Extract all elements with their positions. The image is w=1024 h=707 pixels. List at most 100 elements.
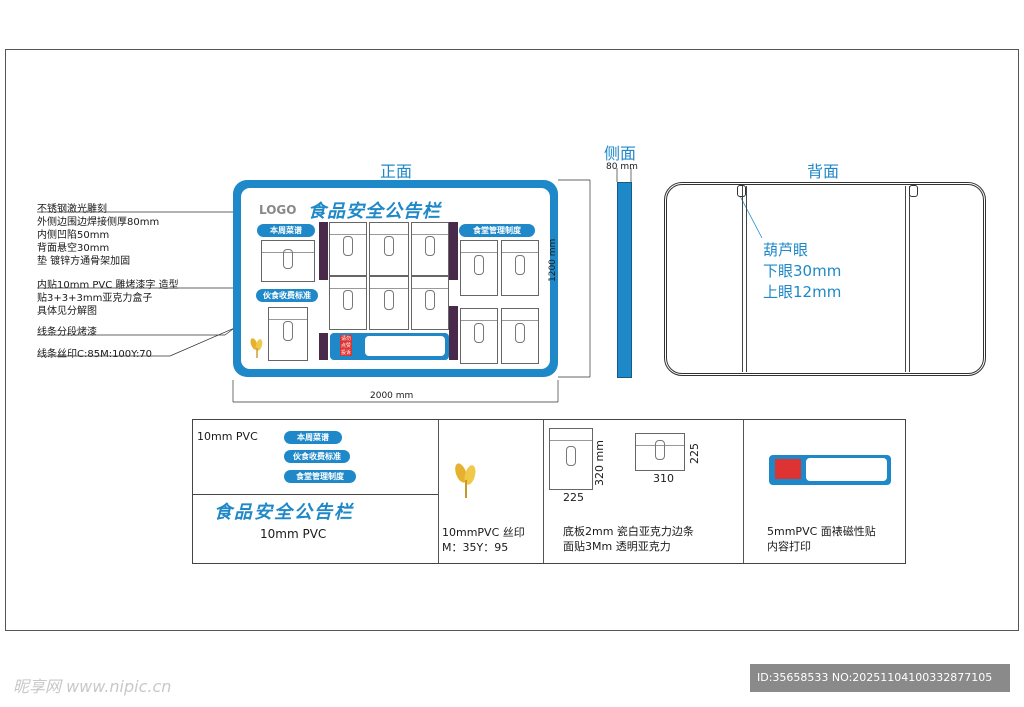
hanger-hole-icon <box>909 185 918 197</box>
panel-card <box>261 240 315 282</box>
panel-card <box>460 240 498 296</box>
back-note-line: 葫芦眼 <box>763 241 809 259</box>
back-view-title: 背面 <box>807 162 840 181</box>
divider-bar <box>449 306 458 360</box>
label-menu: 本周菜谱 <box>257 224 315 237</box>
magnetic-strip-field <box>806 458 887 481</box>
side-view-title: 侧面 <box>604 144 637 163</box>
annotation-line: 内贴10mm PVC 雕烤漆字 造型 <box>37 280 179 291</box>
detail-card-tall <box>549 428 593 490</box>
table-divider <box>543 420 544 563</box>
right-border-line <box>1018 49 1019 630</box>
divider-bar <box>319 222 328 280</box>
wheat-icon <box>455 463 476 498</box>
cell3-text-line: 底板2mm 瓷白亚克力边条 <box>563 525 694 538</box>
table-divider <box>193 494 438 495</box>
cell4-text-line: 内容打印 <box>767 540 811 553</box>
annotation-line: 线条分段烤漆 <box>37 327 97 338</box>
label-fees: 伙食收费标准 <box>256 289 318 302</box>
panel-slot <box>474 323 484 344</box>
bottom-border-line <box>5 630 1019 631</box>
annotation-line: 线条丝印C:85M:100Y:70 <box>37 349 153 360</box>
mini-label: 投诉 <box>340 349 353 356</box>
back-frame-rail <box>746 186 747 372</box>
watermark-right: ID:35658533 NO:20251104100332877105 <box>757 671 993 684</box>
hanger-hole-icon <box>737 185 746 197</box>
annotation-line: 不锈钢激光雕刻 <box>37 204 107 215</box>
watermark-right-box <box>750 664 1010 692</box>
width-dimension: 2000 mm <box>370 391 414 401</box>
panel-card <box>369 276 409 330</box>
cell1-material: 10mm PVC <box>197 430 258 443</box>
table-divider <box>438 420 439 563</box>
panel-slot <box>384 290 394 311</box>
divider-bar <box>449 222 458 280</box>
left-border-line <box>5 49 6 630</box>
suggestion-strip: 请勿 点赞 投诉 <box>330 333 449 360</box>
panel-card <box>268 307 308 361</box>
annotation-line: 背面悬空30mm <box>37 243 110 254</box>
cell2-text-line: M：35Y：95 <box>442 541 509 554</box>
cell1-title-material: 10mm PVC <box>260 527 327 541</box>
mini-label: 请勿 <box>340 335 353 342</box>
annotation-line: 贴3+3+3mm亚克力盒子 <box>37 293 153 304</box>
magnetic-strip <box>769 455 891 485</box>
divider-bar <box>319 333 328 360</box>
panel-slot <box>566 446 576 466</box>
panel-slot <box>515 323 525 344</box>
back-frame <box>664 182 986 376</box>
dim-b-height: 225 <box>688 443 701 464</box>
dim-a-height: 320 mm <box>593 440 606 486</box>
cell3-text-line: 面贴3Mm 透明亚克力 <box>563 540 671 553</box>
panel-card <box>501 240 539 296</box>
dim-b-width: 310 <box>653 472 674 485</box>
panel-card <box>329 276 367 330</box>
suggestion-strip-field <box>365 336 445 356</box>
panel-slot <box>425 236 435 257</box>
panel-card <box>411 276 449 330</box>
panel-card <box>501 308 539 364</box>
cell1-pill-rules: 食堂管理制度 <box>284 470 356 483</box>
cell1-pill-menu: 本周菜谱 <box>284 431 342 444</box>
annotation-line: 内侧凹陷50mm <box>37 230 110 241</box>
front-view-title: 正面 <box>380 162 413 181</box>
annotation-line: 外侧边围边焊接侧厚80mm <box>37 217 160 228</box>
table-divider <box>743 420 744 563</box>
magnetic-strip-tag <box>775 459 801 479</box>
panel-slot <box>343 290 353 311</box>
panel-card <box>329 222 367 276</box>
panel-slot <box>283 249 293 269</box>
height-dimension: 1200 mm <box>548 238 558 282</box>
cell2-text-line: 10mmPVC 丝印 <box>442 526 525 539</box>
board-title: 食品安全公告栏 <box>308 201 441 222</box>
panel-slot <box>474 255 484 276</box>
panel-slot <box>384 236 394 257</box>
back-frame-rail <box>909 186 910 372</box>
detail-card-wide <box>635 433 685 471</box>
cell1-title: 食品安全公告栏 <box>214 502 354 523</box>
leader-line <box>739 195 763 239</box>
detail-table <box>192 419 906 564</box>
panel-slot <box>343 236 353 257</box>
back-note-line: 上眼12mm <box>763 283 842 301</box>
annotation-line: 垫 镀锌方通骨架加固 <box>37 256 131 267</box>
back-frame-rail <box>905 186 906 372</box>
panel-card <box>411 222 449 276</box>
back-note-line: 下眼30mm <box>763 262 842 280</box>
annotation-line: 具体见分解图 <box>37 306 97 317</box>
panel-slot <box>515 255 525 276</box>
cell4-text-line: 5mmPVC 面裱磁性贴 <box>767 525 876 538</box>
panel-card <box>460 308 498 364</box>
panel-slot <box>283 321 293 342</box>
panel-slot <box>425 290 435 311</box>
mini-label: 点赞 <box>340 342 353 349</box>
back-frame-rail <box>742 186 743 372</box>
watermark-left: 昵享网 www.nipic.cn <box>13 677 172 696</box>
board-logo: LOGO <box>259 203 297 217</box>
label-rules: 食堂管理制度 <box>459 224 535 237</box>
panel-slot <box>655 440 665 461</box>
panel-card <box>369 222 409 276</box>
side-depth-dimension: 80 mm <box>606 162 638 172</box>
dim-a-width: 225 <box>563 491 584 504</box>
wheat-icon <box>250 338 263 358</box>
